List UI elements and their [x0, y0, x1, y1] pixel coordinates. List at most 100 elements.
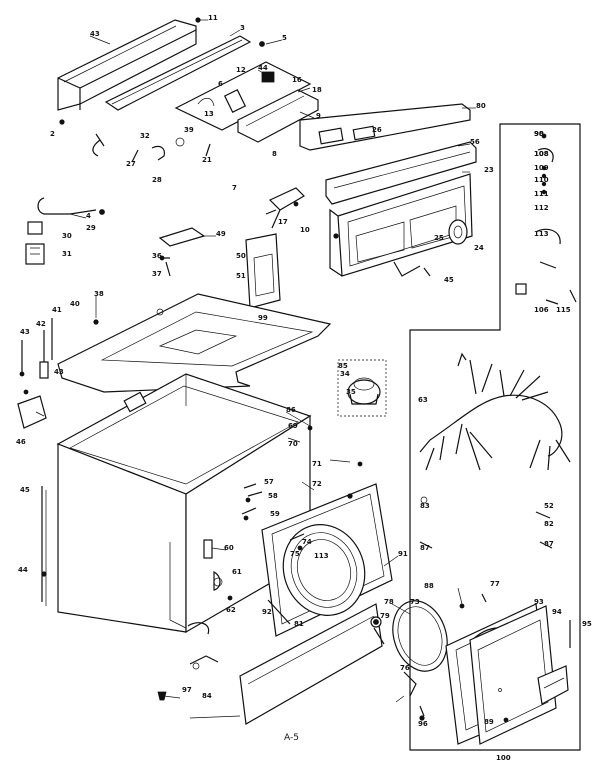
- switch-assembly: [265, 187, 305, 229]
- part-callout: 59: [270, 510, 280, 518]
- door-handle: [537, 665, 569, 705]
- part-callout: 7: [232, 184, 237, 192]
- wiring-harness: [419, 352, 571, 471]
- part-callout: 80: [476, 102, 486, 110]
- part-callout: 39: [184, 126, 194, 134]
- part-callout: 28: [152, 176, 162, 184]
- part-callout: 87: [420, 544, 430, 552]
- part-callout: 78: [384, 598, 394, 606]
- part-callout: 108: [534, 150, 549, 158]
- part-callout: 8: [272, 150, 277, 158]
- timer-bracket: [237, 89, 319, 143]
- part-callout: 6: [218, 80, 223, 88]
- part-callout: 26: [372, 126, 382, 134]
- part-callout: 13: [204, 110, 214, 118]
- part-callout: 61: [232, 568, 242, 576]
- switch-block: [25, 221, 45, 265]
- part-callout: 113: [314, 552, 329, 560]
- part-callout: 30: [62, 232, 72, 240]
- part-callout: 58: [268, 492, 278, 500]
- part-callout: 42: [36, 320, 46, 328]
- console-back-panel: [299, 103, 471, 151]
- front-panel: [261, 483, 393, 637]
- part-callout: 10: [300, 226, 310, 234]
- part-callout: 96: [418, 720, 428, 728]
- part-callout: 72: [312, 480, 322, 488]
- part-callout: 85: [338, 362, 348, 370]
- door-outer-panel: [469, 605, 557, 745]
- part-callout: 91: [398, 550, 408, 558]
- part-callout: 81: [294, 620, 304, 628]
- part-callout: 112: [534, 204, 549, 212]
- console-clips: [333, 233, 431, 277]
- small-hardware-top: [59, 17, 265, 163]
- part-callout: 9: [316, 112, 321, 120]
- part-callout: 109: [534, 164, 549, 172]
- part-callout: 106: [534, 306, 549, 314]
- part-callout: 29: [86, 224, 96, 232]
- part-callout: 84: [202, 692, 212, 700]
- part-callout: 56: [470, 138, 480, 146]
- part-callout: 60: [224, 544, 234, 552]
- part-callout: 57: [264, 478, 274, 486]
- part-callout: 99: [258, 314, 268, 322]
- part-callout: 87: [544, 540, 554, 548]
- part-callout: 86: [286, 406, 296, 414]
- part-callout: 93: [534, 598, 544, 606]
- part-callout: 97: [182, 686, 192, 694]
- part-callout: 45: [20, 486, 30, 494]
- part-callout: 52: [544, 502, 554, 510]
- part-callout: 45: [444, 276, 454, 284]
- door-screws: [373, 593, 571, 723]
- diagram-footer-label: A-5: [284, 733, 299, 743]
- control-panel-bracket: [174, 61, 312, 131]
- part-callout: 44: [258, 64, 268, 72]
- part-callout: 69: [288, 422, 298, 430]
- front-panel-screws: [241, 461, 363, 521]
- part-callout: 3: [240, 24, 245, 32]
- part-callout: 90: [534, 130, 544, 138]
- part-callout: 31: [62, 250, 72, 258]
- cabinet-side-panel: [41, 486, 47, 606]
- part-callout: 49: [216, 230, 226, 238]
- part-callout: 62: [226, 606, 236, 614]
- part-callout: 46: [16, 438, 26, 446]
- part-callout: 110: [534, 176, 549, 184]
- control-housing-cover: [57, 19, 197, 111]
- part-callout: 70: [288, 440, 298, 448]
- part-callout: 37: [152, 270, 162, 278]
- part-callout: 111: [534, 190, 549, 198]
- part-callout: 44: [18, 566, 28, 574]
- part-callout: 43: [54, 368, 64, 376]
- part-callout: 92: [262, 608, 272, 616]
- console-front-panel: [329, 173, 473, 277]
- part-callout: 35: [346, 388, 356, 396]
- part-callout: 50: [236, 252, 246, 260]
- part-callout: 2: [50, 130, 55, 138]
- part-callout: 5: [282, 34, 287, 42]
- part-callout: 24: [474, 244, 484, 252]
- part-callout: 41: [52, 306, 62, 314]
- lid-switch-bracket: [158, 227, 206, 277]
- toe-kick-panel: [239, 603, 383, 725]
- leader-lines: [35, 19, 476, 719]
- door-strike-panel: [245, 233, 281, 309]
- part-callout: 25: [434, 234, 444, 242]
- left-fasteners: [17, 318, 53, 429]
- part-callout: 79: [380, 612, 390, 620]
- part-callout: 12: [236, 66, 246, 74]
- timer-knob: [448, 219, 468, 245]
- pump-motor: [337, 359, 387, 417]
- part-callout: 100: [496, 754, 511, 762]
- door-switch: [203, 539, 233, 601]
- part-callout: 95: [582, 620, 592, 628]
- part-callout: 11: [208, 14, 218, 22]
- part-callout: 113: [534, 230, 549, 238]
- part-callout: 77: [490, 580, 500, 588]
- part-callout: 23: [484, 166, 494, 174]
- hose-fitting: [37, 197, 105, 215]
- part-callout: 34: [340, 370, 350, 378]
- door-gasket: [392, 600, 448, 672]
